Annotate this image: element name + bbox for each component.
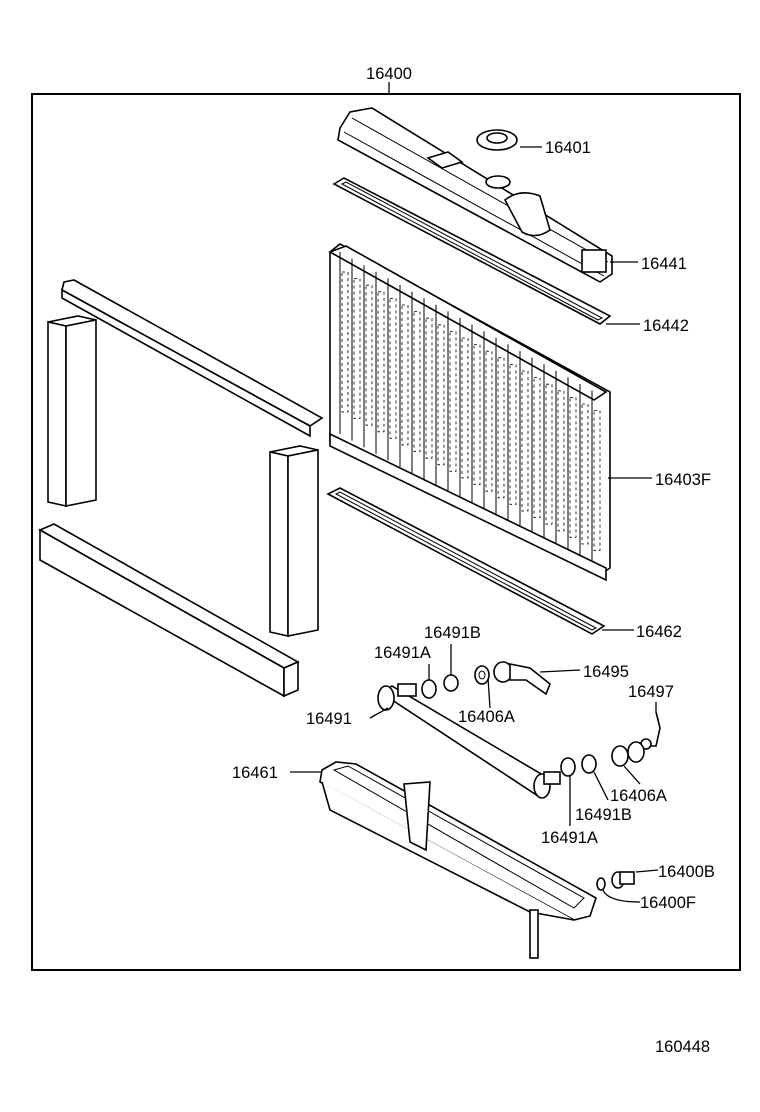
label-lower-gasket: 16462 [636, 623, 682, 641]
oring-bottom-a [560, 757, 576, 777]
label-oring-top-a: 16491A [374, 644, 431, 662]
label-oring-bottom-b: 16491B [575, 806, 632, 824]
seal-block-right [269, 445, 319, 637]
oil-cooler-pipe [377, 683, 561, 799]
label-pipe: 16491 [306, 710, 352, 728]
upper-gasket [332, 177, 612, 325]
washer-top-b [443, 674, 459, 692]
assembly-frame [31, 93, 741, 971]
label-clip: 16497 [628, 683, 674, 701]
label-cap: 16401 [545, 139, 591, 157]
washer-bottom-b [581, 754, 597, 774]
oring-top-a [421, 679, 437, 699]
hose-clip [640, 711, 661, 750]
radiator-core [328, 243, 611, 582]
label-nut-bottom: 16406A [610, 787, 667, 805]
label-drain-oring: 16400F [640, 894, 696, 912]
lower-gasket [326, 487, 606, 635]
seal-block-left [47, 315, 97, 507]
label-upper-tank: 16441 [641, 255, 687, 273]
label-core: 16403F [655, 471, 711, 489]
label-drain-plug: 16400B [658, 863, 715, 881]
hose-fitting [493, 661, 551, 696]
label-lower-tank: 16461 [232, 764, 278, 782]
nut-top [474, 665, 490, 685]
seal-strip-top [61, 279, 324, 438]
radiator-cap [476, 129, 542, 151]
drain-oring [596, 877, 606, 891]
diagram-code: 160448 [655, 1038, 710, 1056]
upper-tank [337, 107, 613, 283]
drain-plug [611, 871, 635, 889]
label-oring-bottom-a: 16491A [541, 829, 598, 847]
seal-strip-bottom [38, 523, 300, 698]
label-assembly: 16400 [366, 65, 412, 83]
lower-tank [319, 761, 597, 959]
label-oring-top-b: 16491B [424, 624, 481, 642]
label-hose-fitting: 16495 [583, 663, 629, 681]
nut-bottom [611, 741, 645, 767]
label-nut-top: 16406A [458, 708, 515, 726]
label-upper-gasket: 16442 [643, 317, 689, 335]
